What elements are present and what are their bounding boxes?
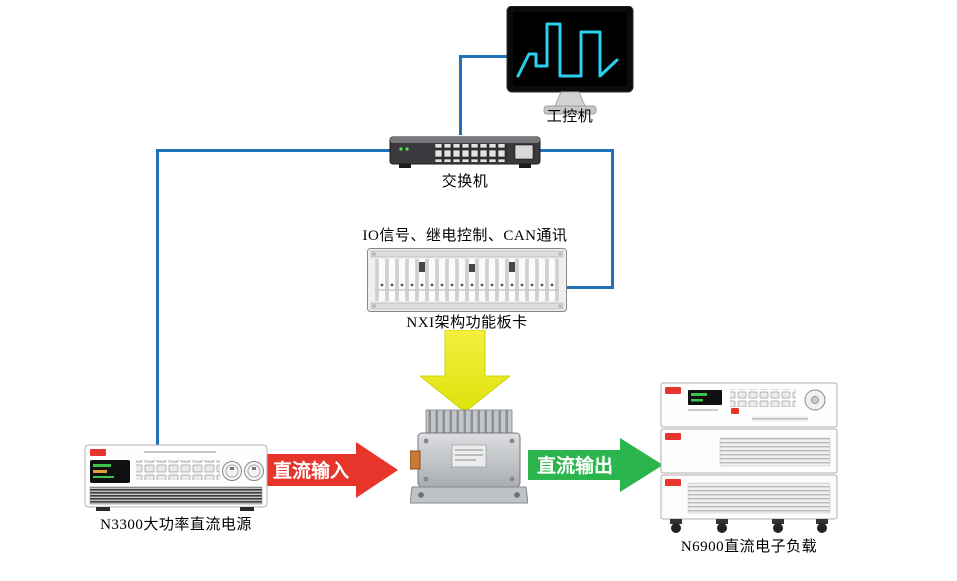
rack-module	[469, 264, 475, 272]
switch-ports	[435, 144, 507, 162]
rack-card-slots	[375, 259, 559, 301]
switch-led	[405, 147, 409, 151]
rack-module	[509, 262, 515, 272]
connector-line-pc-vertical	[459, 55, 462, 135]
connector-line-right-vertical	[611, 149, 614, 289]
dut-mounting-plate	[410, 486, 528, 504]
rack-top-rail	[370, 250, 564, 258]
waveform-chart-icon	[516, 22, 619, 78]
load-caster	[772, 519, 784, 524]
electronic-load-icon	[660, 382, 838, 533]
psu-button-grid	[136, 460, 220, 480]
electronic-load-node: N6900直流电子负载	[660, 382, 838, 555]
connector-line-left-vertical	[156, 149, 159, 447]
psu-output-socket	[244, 461, 264, 481]
monitor-icon	[506, 6, 634, 115]
connector-line-left-horizontal	[156, 149, 392, 152]
switch-label-plate	[514, 144, 534, 160]
dut-converter-icon	[410, 409, 528, 504]
psu-foot	[96, 507, 110, 511]
dc-output-arrow: 直流输出	[528, 438, 663, 492]
connector-line-right-horizontal	[540, 149, 614, 152]
load-vent-middle	[719, 437, 831, 467]
dc-output-arrow-icon: 直流输出	[528, 438, 663, 492]
monitor-stand	[554, 91, 586, 107]
rack-bottom-rail	[370, 302, 564, 310]
load-vent-small	[752, 416, 808, 422]
psu-output-socket	[222, 461, 242, 481]
ethernet-switch-node: 交换机	[389, 131, 541, 190]
power-supply-icon	[84, 444, 268, 511]
load-caster	[716, 519, 728, 524]
nxi-rack-icon	[367, 248, 567, 312]
dut-power-connector	[410, 450, 421, 470]
switch-led	[399, 147, 403, 151]
monitor-screen	[513, 12, 627, 86]
rack-module	[419, 262, 425, 272]
dut-label-sticker	[451, 444, 487, 468]
dc-input-arrow-label: 直流输入	[273, 459, 349, 482]
nxi-rack-label: NXI架构功能板卡	[406, 315, 528, 331]
dc-input-arrow: 直流输入	[266, 442, 398, 498]
switch-foot	[519, 164, 531, 168]
psu-foot	[240, 507, 254, 511]
load-button-grid	[730, 389, 796, 407]
load-caster	[670, 519, 682, 524]
down-arrow	[420, 330, 510, 412]
industrial-pc-node: 工控机	[505, 6, 635, 125]
dc-input-arrow-icon: 直流输入	[266, 442, 398, 498]
switch-top-edge	[390, 137, 540, 143]
switch-foot	[399, 164, 411, 168]
load-caster	[816, 519, 828, 524]
ethernet-switch-label: 交换机	[441, 174, 489, 190]
monitor-base	[543, 105, 597, 115]
industrial-pc-label: 工控机	[546, 109, 594, 125]
load-vent-bottom	[687, 482, 831, 514]
load-power-button	[731, 408, 739, 414]
switch-icon	[389, 136, 541, 168]
down-arrow-icon	[420, 330, 510, 412]
dut-converter-node	[410, 407, 528, 513]
nxi-rack-node: NXI架构功能板卡	[367, 248, 567, 331]
dut-heatsink-fins	[425, 409, 513, 435]
load-display	[688, 390, 722, 405]
connector-line-pc-horizontal	[459, 55, 507, 58]
dc-output-arrow-label: 直流输出	[537, 454, 613, 477]
load-brand-logo	[665, 433, 681, 440]
electronic-load-label: N6900直流电子负载	[680, 539, 818, 555]
psu-vent-grille	[89, 486, 263, 505]
dc-power-supply-node: N3300大功率直流电源	[84, 444, 268, 533]
dc-power-supply-label: N3300大功率直流电源	[100, 517, 252, 533]
load-brand-logo	[665, 387, 681, 394]
load-brand-logo	[665, 479, 681, 486]
psu-title-text	[144, 451, 216, 453]
psu-brand-logo	[90, 449, 106, 456]
connector-line-rack-horizontal	[567, 286, 614, 289]
nxi-io-note: IO信号、继电控制、CAN通讯	[362, 228, 568, 244]
